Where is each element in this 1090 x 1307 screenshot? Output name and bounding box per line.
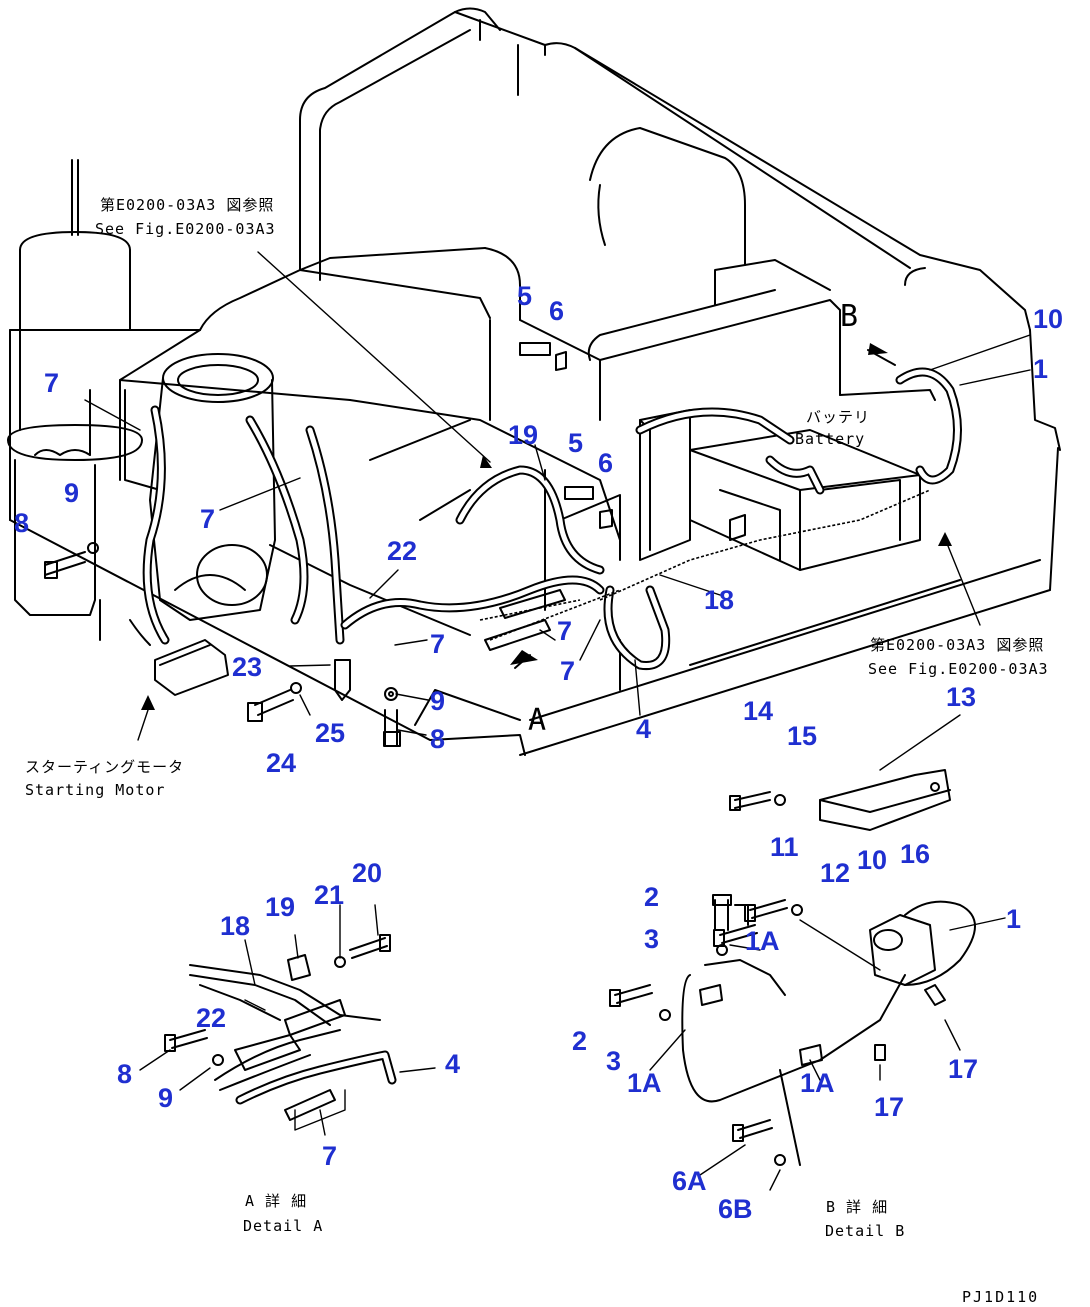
ref-right-jp: 第E0200-03A3 図参照 — [870, 636, 1044, 654]
callout-17: 17 — [874, 1092, 904, 1122]
callout-1: 1 — [1033, 354, 1048, 384]
callout-11: 11 — [770, 832, 799, 862]
callout-7: 7 — [322, 1141, 337, 1171]
callout-6a: 6A — [672, 1166, 707, 1196]
text-notes: 第E0200-03A3 図参照 See Fig.E0200-03A3 第E020… — [25, 196, 1049, 1306]
callout-12: 12 — [820, 858, 850, 888]
callout-8: 8 — [430, 724, 445, 754]
callout-17: 17 — [948, 1054, 978, 1084]
harness-clamps — [334, 342, 613, 701]
callout-5: 5 — [517, 281, 532, 311]
callout-3: 3 — [606, 1046, 621, 1076]
callout-9: 9 — [430, 686, 445, 716]
callout-labels: 1 10 5 6 19 5 6 7 9 8 7 22 18 7 7 7 23 9… — [14, 281, 1063, 1224]
callout-23: 23 — [232, 652, 262, 682]
callout-3: 3 — [644, 924, 659, 954]
callout-7: 7 — [430, 629, 445, 659]
battery-en: Battery — [795, 430, 865, 448]
callout-16: 16 — [900, 839, 930, 869]
ref-right-en: See Fig.E0200-03A3 — [868, 660, 1049, 678]
callout-18: 18 — [220, 911, 250, 941]
detail-b-jp: B 詳 細 — [826, 1198, 888, 1216]
cover-13 — [729, 714, 961, 831]
callout-10: 10 — [1033, 304, 1063, 334]
callout-6b: 6B — [718, 1194, 753, 1224]
callout-6: 6 — [598, 448, 613, 478]
callout-15: 15 — [787, 721, 817, 751]
callout-2: 2 — [572, 1026, 587, 1056]
callout-4: 4 — [445, 1049, 460, 1079]
leader-lines — [84, 334, 1031, 736]
ref-top-en: See Fig.E0200-03A3 — [95, 220, 276, 238]
detail-a-en: Detail A — [243, 1217, 323, 1235]
callout-7: 7 — [557, 616, 572, 646]
detail-a-jp: A 詳 細 — [245, 1192, 307, 1210]
figure-code: PJ1D110 — [962, 1288, 1039, 1306]
starting-motor — [129, 619, 229, 696]
view-label-b: B — [840, 299, 858, 334]
callout-7: 7 — [560, 656, 575, 686]
callout-8: 8 — [117, 1059, 132, 1089]
detail-a-assembly — [139, 904, 436, 1136]
detail-b-en: Detail B — [825, 1222, 905, 1240]
hardware — [44, 542, 401, 747]
callout-13: 13 — [946, 682, 976, 712]
view-label-a: A — [528, 703, 546, 738]
exhaust-pipe — [7, 159, 143, 616]
callout-1a: 1A — [745, 926, 780, 956]
callout-2: 2 — [644, 882, 659, 912]
callout-10: 10 — [857, 845, 887, 875]
callout-22: 22 — [387, 536, 417, 566]
callout-22: 22 — [196, 1003, 226, 1033]
battery-jp: バッテリ — [806, 408, 870, 426]
callout-1a: 1A — [800, 1068, 835, 1098]
starter-en: Starting Motor — [25, 781, 165, 799]
callout-6: 6 — [549, 296, 564, 326]
callout-19: 19 — [508, 420, 538, 450]
callout-9: 9 — [64, 478, 79, 508]
callout-5: 5 — [568, 428, 583, 458]
callout-18: 18 — [704, 585, 734, 615]
callout-4: 4 — [636, 714, 651, 744]
detail-b-assembly — [609, 894, 1006, 1191]
callout-1a: 1A — [627, 1068, 662, 1098]
callout-24: 24 — [266, 748, 296, 778]
callout-25: 25 — [315, 718, 345, 748]
callout-7: 7 — [200, 504, 215, 534]
callout-1: 1 — [1006, 904, 1021, 934]
starter-jp: スターティングモータ — [25, 758, 184, 776]
ref-top-jp: 第E0200-03A3 図参照 — [100, 196, 274, 214]
intake-duct — [124, 353, 276, 621]
callout-21: 21 — [314, 880, 344, 910]
callout-19: 19 — [265, 892, 295, 922]
callout-14: 14 — [743, 696, 773, 726]
view-arrows — [137, 251, 981, 741]
callout-7: 7 — [44, 368, 59, 398]
callout-9: 9 — [158, 1083, 173, 1113]
callout-20: 20 — [352, 858, 382, 888]
callout-8: 8 — [14, 508, 29, 538]
